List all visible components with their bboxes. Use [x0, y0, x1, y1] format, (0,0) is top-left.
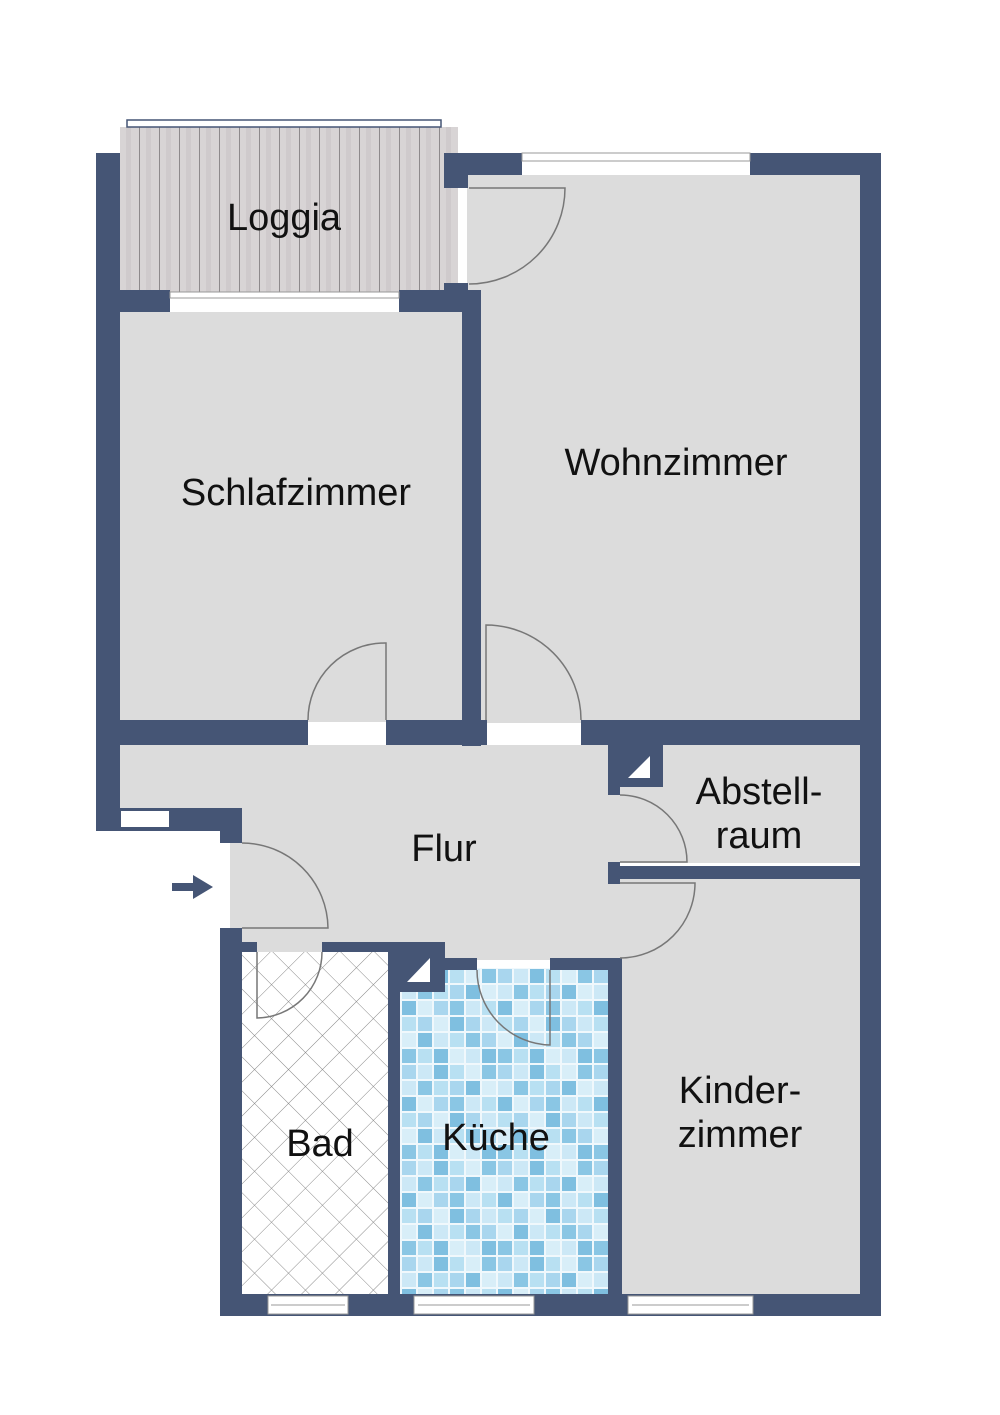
doors: [241, 187, 696, 1046]
loggia-floor: [120, 127, 458, 292]
room-label-schlafzimmer: Schlafzimmer: [180, 472, 412, 514]
room-label-kinderzimmer: Kinder- zimmer: [677, 1070, 803, 1156]
door-schlafzimmer: [307, 642, 387, 721]
door-wohnzimmer: [485, 624, 582, 721]
shaft-icon: [628, 756, 650, 778]
room-label-abstellraum: Abstell- raum: [695, 771, 823, 857]
wohnzimmer-floor: [467, 175, 860, 723]
door-loggia: [468, 187, 566, 285]
window-loggia: [126, 119, 442, 128]
entrance-arrow-icon: [172, 875, 213, 899]
room-label-wohnzimmer: Wohnzimmer: [564, 442, 788, 484]
room-label-flur: Flur: [411, 828, 477, 870]
flur-floor: [120, 745, 620, 960]
kueche-floor: [400, 968, 608, 1294]
windows: [121, 119, 754, 1315]
door-entrance: [241, 842, 329, 929]
schlafzimmer-floor: [120, 312, 462, 722]
window-flur: [121, 811, 169, 827]
bad-floor: [242, 952, 388, 1294]
room-label-kueche: Küche: [442, 1117, 550, 1159]
door-abstellraum: [619, 794, 688, 863]
door-kueche: [476, 969, 551, 1046]
window-schlafzimmer: [169, 291, 400, 299]
door-bad: [256, 951, 323, 1019]
door-kinderzimmer: [619, 882, 696, 959]
window-wohnzimmer: [521, 152, 751, 162]
room-label-bad: Bad: [286, 1123, 354, 1165]
shaft-icon: [407, 958, 430, 982]
room-label-loggia: Loggia: [226, 197, 342, 239]
walls: [96, 153, 881, 1316]
